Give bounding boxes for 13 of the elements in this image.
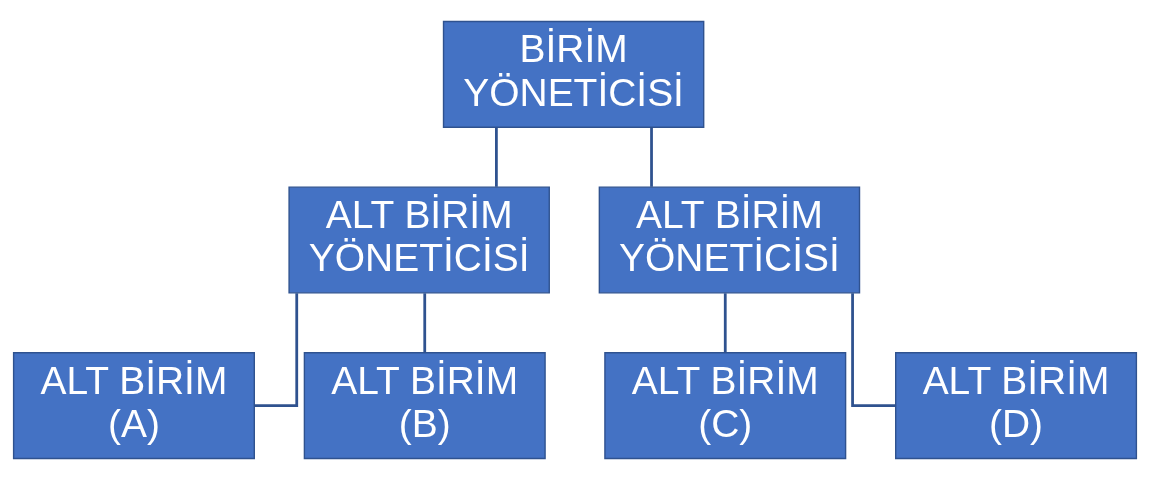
connector [495,127,498,187]
connector [650,127,653,187]
connector [254,293,299,407]
connector [723,293,727,353]
node-box: BİRİM YÖNETİCİSİ [442,20,705,128]
node-box: ALT BİRİM (C) [604,352,847,460]
connector [851,293,896,407]
connector [423,293,427,353]
node-box: ALT BİRİM YÖNETİCİSİ [598,186,861,294]
node-box: ALT BİRİM (D) [895,352,1138,460]
node-box: ALT BİRİM YÖNETİCİSİ [288,186,550,294]
node-box: ALT BİRİM (B) [303,352,546,460]
node-box: ALT BİRİM (A) [12,352,255,460]
